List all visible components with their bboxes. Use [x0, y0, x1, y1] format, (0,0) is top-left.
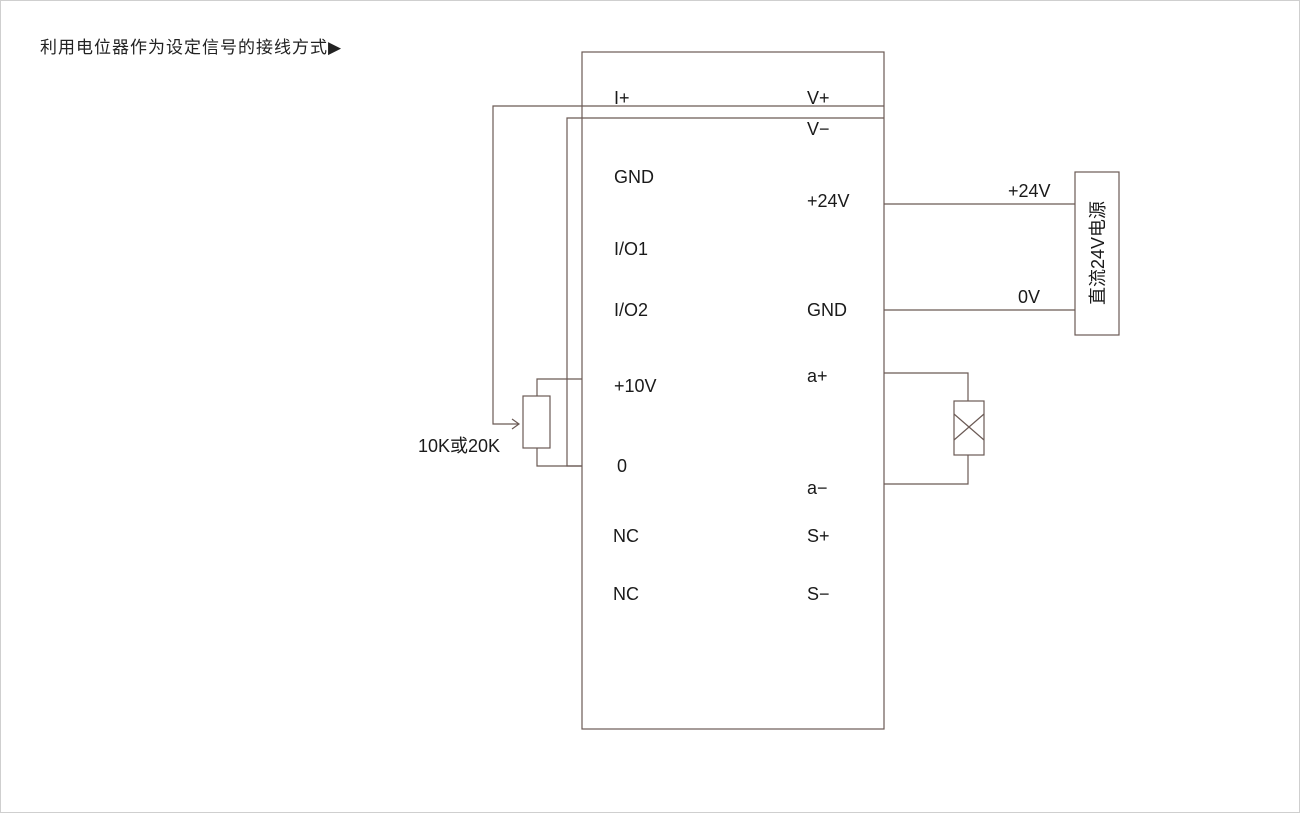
wire-a-minus	[884, 455, 969, 485]
power-supply-box	[1074, 171, 1120, 336]
terminal-gnd-right: GND	[807, 300, 847, 320]
supply-zero-v-label: 0V	[1018, 287, 1040, 307]
terminal-s-minus: S−	[807, 584, 830, 604]
terminal-io2: I/O2	[614, 300, 648, 320]
wire-pot-plus10v	[536, 378, 582, 396]
terminal-nc-2: NC	[613, 584, 639, 604]
controller-block	[581, 51, 885, 730]
terminal-s-plus: S+	[807, 526, 830, 546]
terminal-a-plus: a+	[807, 366, 828, 386]
terminal-v-minus: V−	[807, 119, 830, 139]
terminal-nc-1: NC	[613, 526, 639, 546]
terminal-zero: 0	[617, 456, 627, 476]
load-element	[953, 400, 985, 456]
wiper-arrow	[511, 418, 521, 430]
terminal-plus10v: +10V	[614, 376, 657, 396]
potentiometer-label: 10K或20K	[418, 436, 500, 456]
terminal-a-minus: a−	[807, 478, 828, 498]
potentiometer	[522, 395, 551, 449]
power-supply-label: 直流24V电源	[1088, 201, 1108, 305]
wire-a-plus	[884, 372, 969, 401]
terminal-io1: I/O1	[614, 239, 648, 259]
diagram-title: 利用电位器作为设定信号的接线方式▶	[40, 38, 343, 58]
terminal-gnd-left: GND	[614, 167, 654, 187]
wire-pot-zero	[536, 448, 582, 467]
terminal-i-plus: I+	[614, 88, 630, 108]
terminal-v-plus: V+	[807, 88, 830, 108]
supply-plus24v-label: +24V	[1008, 181, 1051, 201]
wire-vplus-wiper	[492, 105, 884, 425]
load-cross-2	[953, 413, 985, 441]
terminal-plus24v: +24V	[807, 191, 850, 211]
